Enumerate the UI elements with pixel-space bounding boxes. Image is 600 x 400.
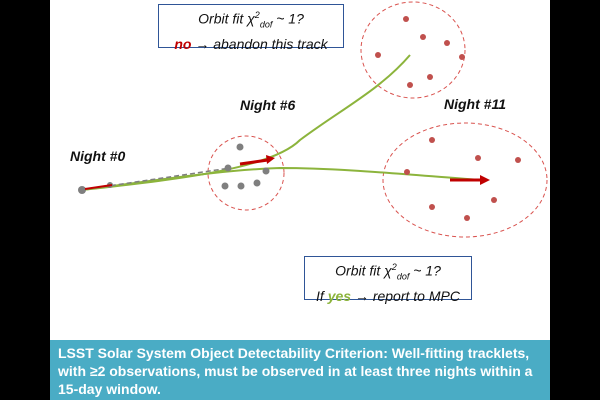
night-6-arrowhead [266,155,275,164]
night-11-top-dot [403,16,409,22]
night-11-top-dot [427,74,433,80]
track-lower-curve [81,166,481,191]
night-6-dot [262,167,270,175]
yes-word: yes [327,288,352,305]
night-6-dot [237,182,245,190]
night-0-label: Night #0 [70,148,126,164]
night-6-arrow [239,158,269,166]
night-11-top-dot [375,52,381,58]
night-6-dot [224,164,232,172]
callout-report: Orbit fit χ2dof ~ 1? If yes → report to … [304,256,472,304]
night-11-dot [515,157,521,163]
night-11-label: Night #11 [444,96,506,112]
night-11-top-dot [407,82,413,88]
callout-abandon-line2: no → abandon this track [174,36,328,53]
night-6-dot [221,182,229,190]
callout-abandon-line1: Orbit fit χ2dof ~ 1? [198,10,304,30]
night-6-label: Night #6 [240,97,296,113]
criterion-footer: LSST Solar System Object Detectability C… [50,340,550,400]
callout-report-line2: If yes → report to MPC [316,288,460,305]
night-11-top-dot [444,40,450,46]
no-word: no [174,36,192,53]
callout-abandon: Orbit fit χ2dof ~ 1? no → abandon this t… [158,4,344,52]
night-11-top-dot [420,34,426,40]
arrow-right-icon: → [354,288,369,305]
arrow-right-icon: → [195,36,210,53]
night-11-arrowhead [480,175,490,185]
night-11-dot [429,137,435,143]
track-upper-curve [81,54,411,191]
night-6-dot [253,179,261,187]
diagram-panel [50,0,550,400]
night-6-dot [236,143,244,151]
night-11-top-dot [459,54,465,60]
night-11-dot [429,204,435,210]
callout-report-line1: Orbit fit χ2dof ~ 1? [335,262,441,282]
night-11-dot [491,197,497,203]
night-11-region-top [360,1,466,99]
night-11-dot [464,215,470,221]
night-11-region [382,122,548,238]
night-6-region [207,135,285,211]
night-11-dot [404,169,410,175]
night-0-arrow [84,184,113,190]
night-11-dot [475,155,481,161]
track-dashed-segment [94,167,231,189]
night-0-point [78,186,86,194]
